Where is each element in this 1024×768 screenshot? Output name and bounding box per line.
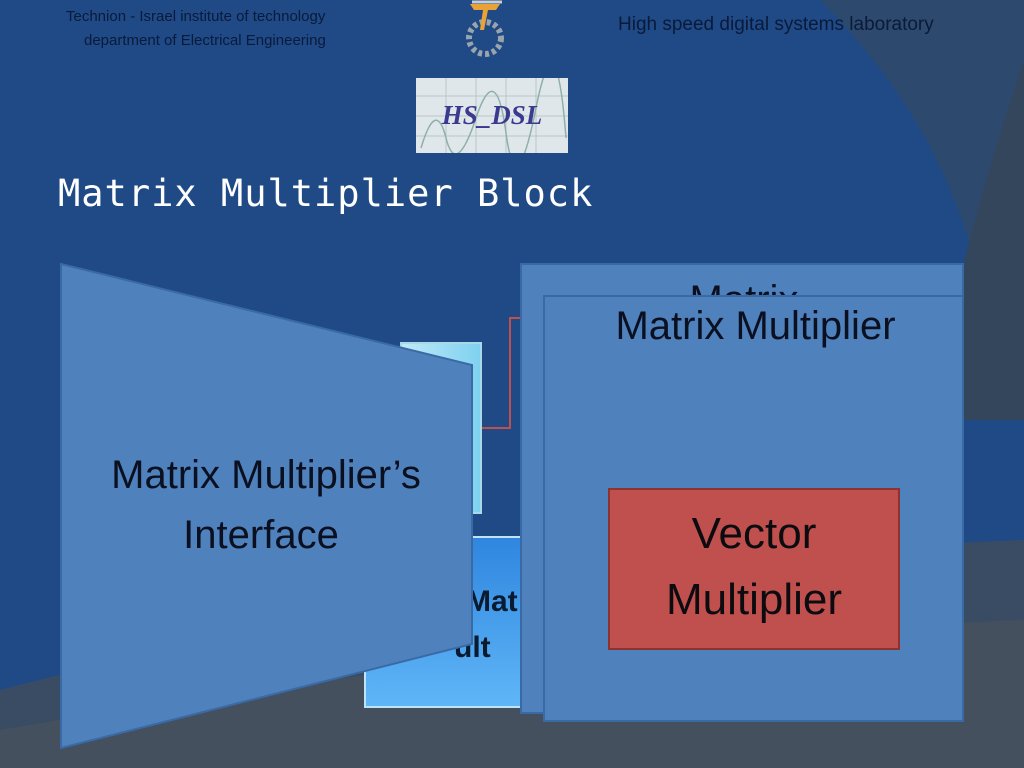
vector-multiplier-label-1: Vector	[691, 509, 817, 558]
hidden-block-text-1: Mat	[466, 585, 518, 618]
matrix-multiplier-label: Matrix Multiplier	[615, 304, 896, 348]
vector-multiplier-block: Vector Multiplier	[608, 488, 900, 650]
interface-label-2: Interface	[183, 513, 339, 557]
connector-line	[472, 317, 528, 429]
logo-text: HS_DSL	[441, 100, 543, 130]
interface-block	[60, 262, 473, 750]
technion-emblem-icon	[466, 0, 504, 57]
hs-dsl-logo: HS_DSL	[416, 78, 568, 153]
institution-line-1: Technion - Israel institute of technolog…	[66, 8, 326, 25]
interface-label-1: Matrix Multiplier’s	[111, 453, 421, 497]
slide-title: Matrix Multiplier Block	[58, 172, 594, 215]
institution-line-2: department of Electrical Engineering	[84, 32, 326, 49]
lab-name: High speed digital systems laboratory	[618, 14, 934, 35]
vector-multiplier-label-2: Multiplier	[665, 575, 843, 624]
